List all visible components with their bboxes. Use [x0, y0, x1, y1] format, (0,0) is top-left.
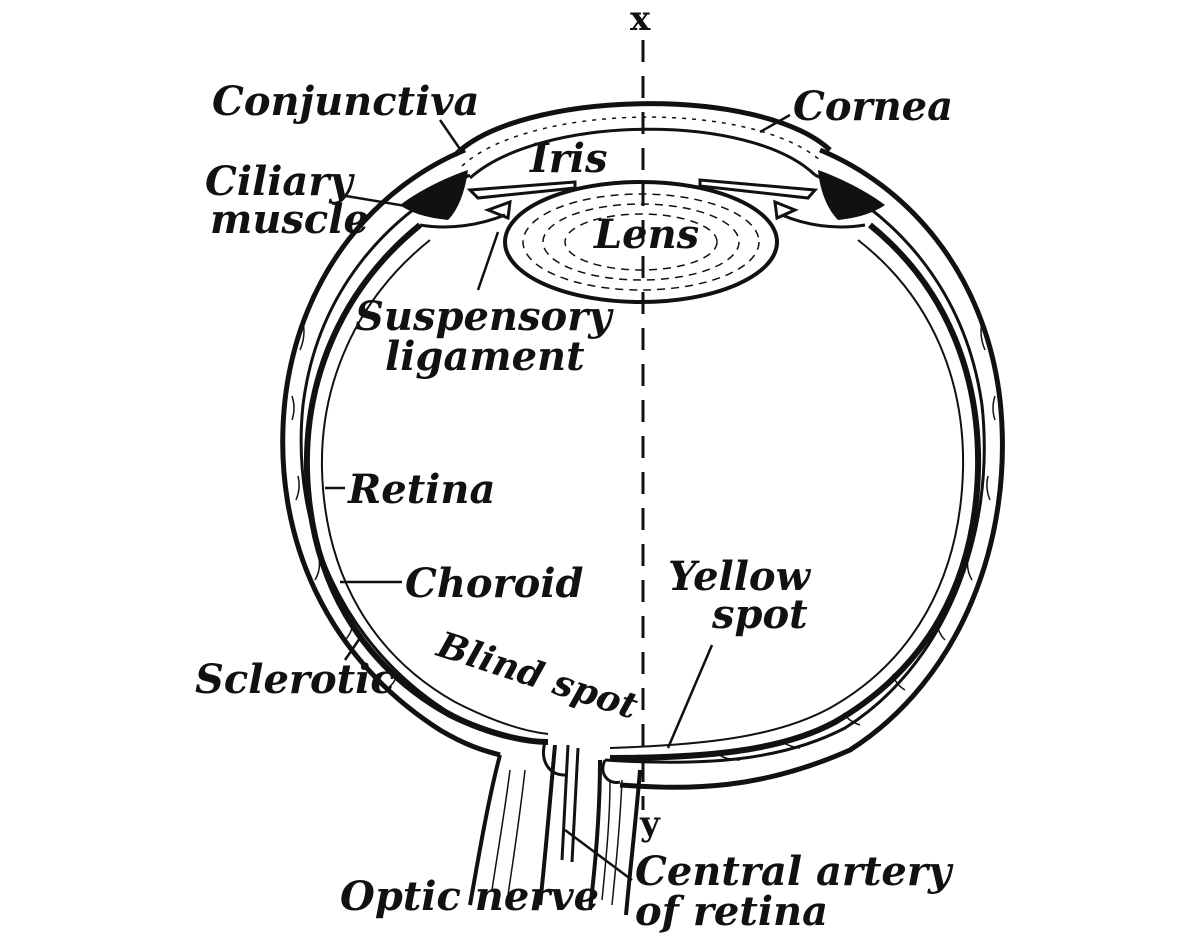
label-sclerotic: Sclerotic [195, 656, 395, 703]
label-blind-spot: Blind spot [431, 623, 643, 728]
suspensory-leader [476, 231, 500, 291]
retina-layer [320, 239, 965, 749]
label-yellow-line1: Yellow [668, 553, 812, 600]
label-ciliary-line1: Ciliary [205, 158, 355, 205]
cornea-leader [759, 113, 791, 134]
label-choroid: Choroid [405, 560, 584, 607]
artery-leader [564, 828, 633, 882]
label-conjunctiva: Conjunctiva [212, 78, 479, 125]
choroid-layer [303, 222, 982, 761]
label-cornea: Cornea [793, 83, 953, 130]
blind-spot-shape [542, 741, 621, 785]
label-yellow-line2: spot [711, 591, 808, 638]
iris-right [698, 178, 819, 200]
sclerotic-leader [343, 637, 362, 661]
label-iris: Iris [529, 135, 608, 182]
label-suspensory-line1: Suspensory [355, 293, 614, 340]
label-retina: Retina [347, 466, 495, 513]
sclerotic-texture [291, 321, 996, 761]
label-lens: Lens [593, 211, 699, 258]
conjunctiva-leader [438, 119, 464, 153]
cornea-outer [453, 101, 832, 157]
ciliary-muscle-right [818, 170, 885, 220]
sclerotic-outer-wall [280, 147, 1005, 790]
axis-top-label: x [630, 0, 651, 39]
optic-nerve [468, 744, 642, 916]
label-artery-line2: of retina [635, 888, 828, 935]
suspensory-ligament-left [419, 199, 512, 229]
ciliary-leader [339, 193, 431, 212]
label-suspensory-line2: ligament [385, 333, 585, 380]
suspensory-ligament-right [773, 199, 866, 229]
yellow-spot-leader [666, 644, 714, 749]
lens-outline [503, 180, 779, 304]
label-optic-nerve: Optic nerve [340, 873, 599, 920]
label-artery-line1: Central artery [635, 848, 954, 895]
label-ciliary-line2: muscle [210, 196, 369, 243]
axis-bottom-label: y [639, 804, 661, 844]
lens-texture [522, 193, 760, 291]
optic-nerve-texture [491, 769, 623, 906]
central-artery [560, 744, 580, 863]
